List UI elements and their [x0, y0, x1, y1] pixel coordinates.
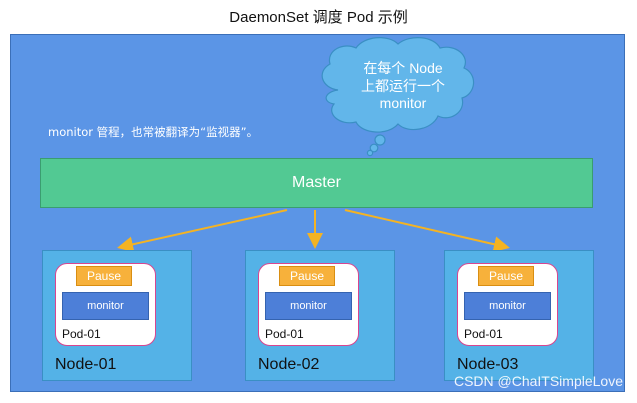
master-node: Master: [40, 158, 593, 208]
monitor-container: monitor: [464, 292, 551, 320]
pod-01: Pause monitor Pod-01: [457, 263, 558, 346]
cloud-bubble-small: [366, 149, 374, 157]
diagram-title: DaemonSet 调度 Pod 示例: [229, 9, 408, 26]
pod-label: Pod-01: [265, 327, 304, 341]
pod-label: Pod-01: [62, 327, 101, 341]
node-label: Node-01: [55, 356, 117, 373]
cloud-text-line-2: 上都运行一个: [361, 77, 445, 94]
node-label: Node-02: [258, 356, 320, 373]
monitor-container: monitor: [265, 292, 352, 320]
cloud-text-line-3: monitor: [379, 95, 427, 111]
node-label: Node-03: [457, 356, 519, 373]
pause-container: Pause: [76, 266, 132, 286]
node-01: Pause monitor Pod-01 Node-01: [42, 250, 192, 381]
cloud-text-line-1: 在每个 Node: [363, 60, 443, 76]
pod-label: Pod-01: [464, 327, 503, 341]
pod-01: Pause monitor Pod-01: [55, 263, 156, 346]
pause-container: Pause: [478, 266, 534, 286]
cloud-text: 在每个 Node 上都运行一个 monitor: [340, 60, 466, 113]
cloud-bubble-large: [374, 134, 386, 146]
cloud-shape: [321, 37, 475, 133]
monitor-container: monitor: [62, 292, 149, 320]
node-02: Pause monitor Pod-01 Node-02: [245, 250, 395, 381]
node-03: Pause monitor Pod-01 Node-03: [444, 250, 594, 381]
pause-container: Pause: [279, 266, 335, 286]
pod-01: Pause monitor Pod-01: [258, 263, 359, 346]
arrow-to-node-03: [344, 209, 510, 253]
watermark: CSDN @ChaITSimpleLove: [453, 373, 623, 389]
monitor-note: monitor 管程，也常被翻译为“监视器”。: [48, 125, 259, 139]
arrow-to-node-01: [117, 209, 288, 253]
cloud-bubble-medium: [369, 143, 379, 153]
